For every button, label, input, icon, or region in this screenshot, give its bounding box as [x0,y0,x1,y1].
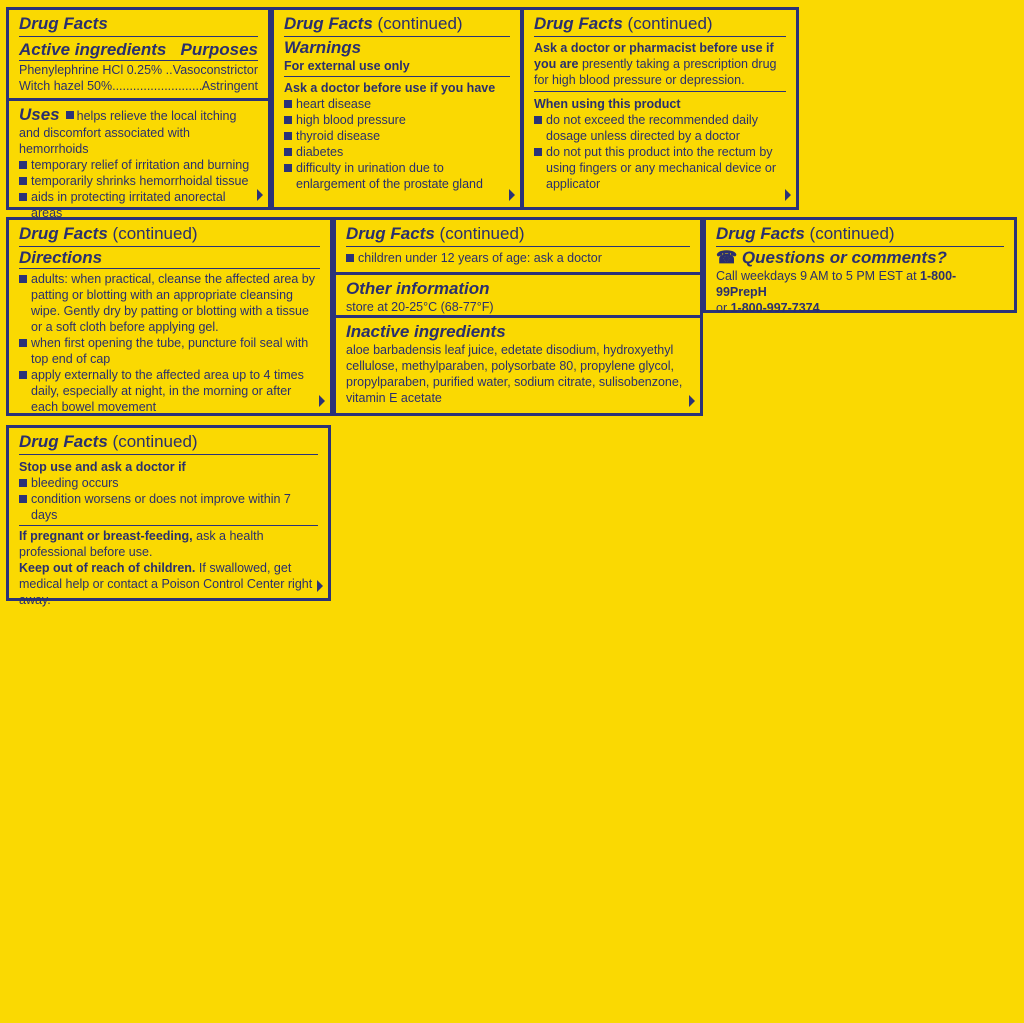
list-item: bleeding occurs [19,475,318,491]
list-item: do not exceed the recommended daily dosa… [534,112,786,144]
continue-arrow-icon [785,189,791,201]
panel-stop-use: Drug Facts (continued) Stop use and ask … [6,425,331,607]
children-section: Drug Facts (continued) children under 12… [336,220,700,272]
warnings-heading: Warnings [284,38,362,57]
continue-arrow-icon [509,189,515,201]
directions-heading: Directions [19,248,103,267]
panel-ask-doctor-pharmacist: Drug Facts (continued) Ask a doctor or p… [521,7,799,210]
panel-directions: Drug Facts (continued) Directions adults… [6,217,333,416]
questions-section: Drug Facts (continued) ☎ Questions or co… [706,220,1014,316]
ingredient-name: Phenylephrine HCl 0.25% ..... [19,63,173,77]
bullet-icon [65,111,74,119]
list-item: aids in protecting irritated anorectal a… [19,189,258,221]
continue-arrow-icon [319,395,325,407]
divider [346,246,690,247]
list-item: temporarily shrinks hemorrhoidal tissue [19,173,258,189]
divider [19,246,320,247]
list-item: condition worsens or does not improve wi… [19,491,318,523]
inactive-ingredients-section: Inactive ingredients aloe barbadensis le… [336,315,700,413]
pregnancy-text: If pregnant or breast-feeding, ask a hea… [19,529,264,559]
divider [716,246,1004,247]
ask-pharmacist-section: Drug Facts (continued) Ask a doctor or p… [524,10,796,192]
phone-icon: ☎ [716,248,738,267]
panel-warnings: Drug Facts (continued) Warnings For exte… [271,7,523,210]
list-item: heart disease [284,96,510,112]
phone-number-2: 1-800-997-7374 [730,301,820,315]
when-using-heading: When using this product [534,97,681,111]
questions-heading: ☎ Questions or comments? [716,248,947,267]
active-ingredients-heading: Active ingredients [19,40,167,59]
list-item: apply externally to the affected area up… [19,367,320,415]
list-item: thyroid disease [284,128,510,144]
drug-facts-title: Drug Facts (continued) [284,14,463,33]
active-ingredients-section: Drug Facts Active ingredients Purposes P… [9,10,268,98]
divider [534,36,786,37]
divider [19,525,318,526]
divider [284,36,510,37]
drug-facts-title: Drug Facts (continued) [534,14,713,33]
panel-questions: Drug Facts (continued) ☎ Questions or co… [703,217,1017,316]
list-item: children under 12 years of age: ask a do… [346,250,690,266]
ingredient-purpose: Astringent [201,79,258,93]
ingredient-row: Phenylephrine HCl 0.25% ..... Vasoconstr… [19,62,258,78]
list-item: do not put this product into the rectum … [534,144,786,192]
divider [19,268,320,269]
uses-first-item: helps relieve the local itching and disc… [19,109,237,156]
drug-facts-title: Drug Facts (continued) [346,224,525,243]
drug-facts-title: Drug Facts (continued) [19,224,198,243]
divider [19,36,258,37]
divider [534,91,786,92]
divider [284,76,510,77]
keep-out-of-reach-text: Keep out of reach of children. If swallo… [19,561,313,607]
drug-facts-title: Drug Facts (continued) [716,224,895,243]
list-item: high blood pressure [284,112,510,128]
ingredient-purpose: Vasoconstrictor [172,63,258,77]
storage-text: store at 20-25°C (68-77°F) [346,300,494,314]
divider [19,454,318,455]
external-use-warning: For external use only [284,59,410,73]
drug-facts-title: Drug Facts (continued) [19,432,198,451]
purposes-heading: Purposes [180,40,258,59]
uses-heading: Uses [19,105,60,124]
drug-facts-title: Drug Facts [19,14,108,33]
directions-section: Drug Facts (continued) Directions adults… [9,220,330,415]
continue-arrow-icon [317,580,323,592]
ask-doctor-heading: Ask a doctor before use if you have [284,81,496,95]
list-item: diabetes [284,144,510,160]
ingredient-name: Witch hazel 50%.........................… [19,79,202,93]
stop-use-section: Drug Facts (continued) Stop use and ask … [9,428,328,608]
active-ingredients-header-row: Active ingredients Purposes [19,40,258,60]
ask-pharmacist-text: Ask a doctor or pharmacist before use if… [534,41,777,87]
list-item: when first opening the tube, puncture fo… [19,335,320,367]
inactive-ingredients-heading: Inactive ingredients [346,322,506,341]
stop-use-heading: Stop use and ask a doctor if [19,460,186,474]
contact-text: Call weekdays 9 AM to 5 PM EST at 1-800-… [716,269,957,315]
panel-active-ingredients-uses: Drug Facts Active ingredients Purposes P… [6,7,271,220]
other-information-heading: Other information [346,279,490,298]
panel-other-inactive: Drug Facts (continued) children under 12… [333,217,703,416]
list-item: difficulty in urination due to enlargeme… [284,160,510,192]
divider [19,60,258,61]
ingredient-row: Witch hazel 50%.........................… [19,78,258,94]
continue-arrow-icon [257,189,263,201]
phone-number-1: 1-800-99PrepH [716,269,957,299]
list-item: temporary relief of irritation and burni… [19,157,258,173]
warnings-section: Drug Facts (continued) Warnings For exte… [274,10,520,192]
list-item: adults: when practical, cleanse the affe… [19,271,320,335]
continue-arrow-icon [689,395,695,407]
other-information-section: Other information store at 20-25°C (68-7… [336,272,700,315]
inactive-ingredients-text: aloe barbadensis leaf juice, edetate dis… [346,343,683,405]
